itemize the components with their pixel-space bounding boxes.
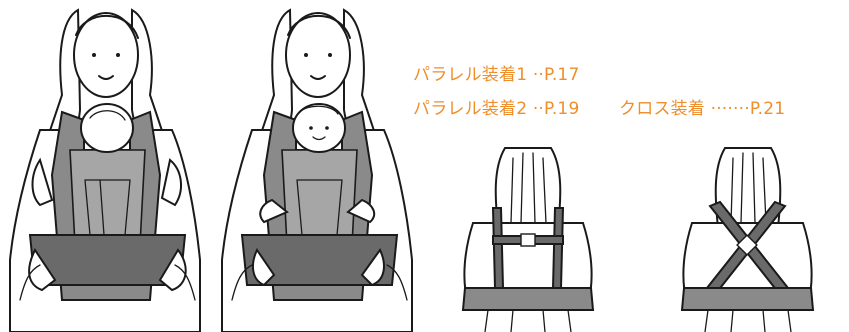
figure-front-carry-facing-out (212, 0, 427, 332)
figure-front-carry-facing-in (0, 0, 215, 332)
label-parallel-1: パラレル装着1 ··P.17 (413, 65, 580, 85)
figure-back-cross (670, 138, 825, 332)
figure-back-parallel (453, 138, 603, 332)
label-cross: クロス装着 ·······P.21 (619, 99, 786, 119)
label-parallel-2: パラレル装着2 ··P.19 (413, 99, 580, 119)
